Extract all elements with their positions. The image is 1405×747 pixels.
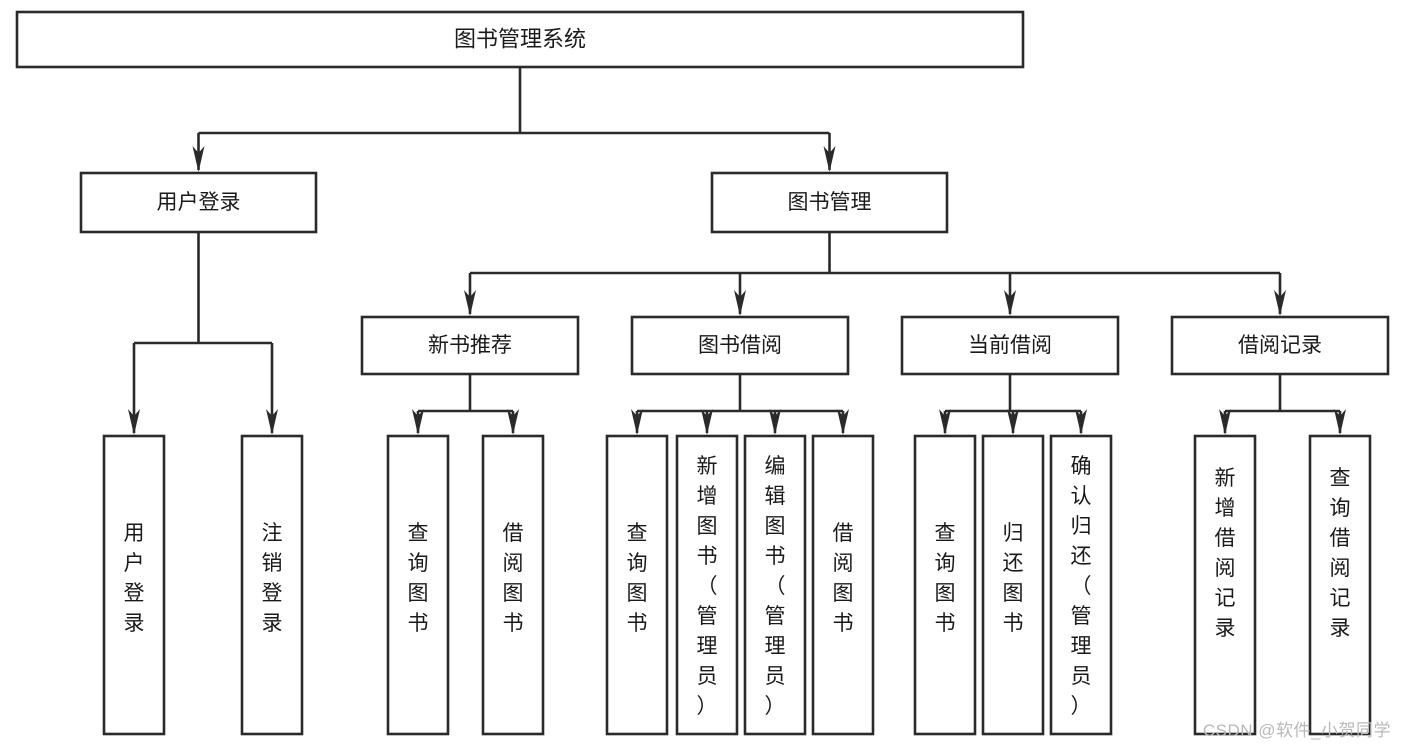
node-leaf-确认归还管理员[interactable]: 确认归还（管理员） <box>1049 434 1113 736</box>
node-label: 查询图书 <box>627 522 648 635</box>
node-box <box>1170 315 1390 376</box>
node-label: 图书借阅 <box>698 334 782 357</box>
node-leaf-借阅图书[interactable]: 借阅图书 <box>481 434 545 736</box>
arrow-head-icon <box>1007 409 1019 435</box>
node-box <box>1308 434 1372 736</box>
arrow-head-icon <box>266 409 278 435</box>
node-label: 查询图书 <box>935 522 956 635</box>
node-leaf-编辑图书管理员[interactable]: 编辑图书（管理员） <box>743 434 807 736</box>
node-label: 新增借阅记录 <box>1215 467 1236 640</box>
node-label: 当前借阅 <box>968 334 1052 357</box>
node-leaf-归还图书[interactable]: 归还图书 <box>981 434 1045 736</box>
node-box <box>675 434 739 736</box>
node-box <box>386 434 450 736</box>
node-level2-图书管理[interactable]: 图书管理 <box>710 171 949 234</box>
connector-layer <box>132 67 1342 433</box>
node-box <box>79 171 318 234</box>
node-leaf-查询图书[interactable]: 查询图书 <box>386 434 450 736</box>
node-box <box>981 434 1045 736</box>
node-layer: 图书管理系统用户登录图书管理新书推荐图书借阅当前借阅借阅记录用户登录注销登录查询… <box>15 10 1390 736</box>
node-box <box>481 434 545 736</box>
node-leaf-新增图书管理员[interactable]: 新增图书（管理员） <box>675 434 739 736</box>
node-box <box>1193 434 1257 736</box>
arrow-to-借阅记录 <box>1274 290 1286 316</box>
node-box <box>360 315 580 376</box>
node-label: 归还图书 <box>1003 522 1024 635</box>
arrow-head-icon <box>507 409 519 435</box>
node-label: 用户登录 <box>157 191 241 214</box>
arrow-head-icon <box>939 409 951 435</box>
node-label: 新书推荐 <box>428 334 512 357</box>
node-label: 查询图书 <box>408 522 429 635</box>
node-label: 图书管理系统 <box>454 26 586 51</box>
node-label: 注销登录 <box>262 522 283 635</box>
node-label: 借阅记录 <box>1238 334 1322 357</box>
node-label: 编辑图书（管理员） <box>765 455 786 718</box>
node-box <box>605 434 669 736</box>
node-box <box>1049 434 1113 736</box>
node-label: 查询借阅记录 <box>1330 467 1351 640</box>
node-leaf-查询图书[interactable]: 查询图书 <box>913 434 977 736</box>
arrow-head-icon <box>412 409 424 435</box>
arrow-to-图书借阅 <box>734 290 746 316</box>
arrowhead-layer <box>128 146 1346 435</box>
node-level3-借阅记录[interactable]: 借阅记录 <box>1170 315 1390 376</box>
node-box <box>240 434 304 736</box>
arrow-head-icon <box>769 409 781 435</box>
node-box <box>710 171 949 234</box>
node-level2-用户登录[interactable]: 用户登录 <box>79 171 318 234</box>
node-box <box>913 434 977 736</box>
arrow-to-用户登录 <box>192 146 205 172</box>
node-leaf-注销登录[interactable]: 注销登录 <box>240 434 304 736</box>
node-label: 借阅图书 <box>833 522 854 635</box>
arrow-head-icon <box>837 409 849 435</box>
arrow-head-icon <box>1075 409 1087 435</box>
node-leaf-查询图书[interactable]: 查询图书 <box>605 434 669 736</box>
node-level3-当前借阅[interactable]: 当前借阅 <box>900 315 1120 376</box>
node-box <box>15 10 1025 69</box>
node-box <box>102 434 166 736</box>
node-box <box>900 315 1120 376</box>
arrow-head-icon <box>631 409 643 435</box>
node-box <box>811 434 875 736</box>
node-label: 确认归还（管理员） <box>1071 455 1092 718</box>
node-level3-图书借阅[interactable]: 图书借阅 <box>630 315 850 376</box>
arrow-to-当前借阅 <box>1004 290 1016 316</box>
arrow-head-icon <box>1334 409 1346 435</box>
arrow-to-图书管理 <box>823 146 836 172</box>
node-label: 用户登录 <box>124 522 145 635</box>
arrow-head-icon <box>128 409 140 435</box>
node-leaf-查询借阅记录[interactable]: 查询借阅记录 <box>1308 434 1372 736</box>
node-label: 新增图书（管理员） <box>697 455 718 718</box>
node-label: 图书管理 <box>788 191 872 214</box>
node-leaf-用户登录[interactable]: 用户登录 <box>102 434 166 736</box>
node-box <box>743 434 807 736</box>
node-leaf-新增借阅记录[interactable]: 新增借阅记录 <box>1193 434 1257 736</box>
node-label: 借阅图书 <box>503 522 524 635</box>
arrow-head-icon <box>701 409 713 435</box>
node-level3-新书推荐[interactable]: 新书推荐 <box>360 315 580 376</box>
node-box <box>630 315 850 376</box>
node-root-图书管理系统[interactable]: 图书管理系统 <box>15 10 1025 69</box>
arrow-head-icon <box>1219 409 1231 435</box>
arrow-to-新书推荐 <box>464 290 476 316</box>
node-leaf-借阅图书[interactable]: 借阅图书 <box>811 434 875 736</box>
